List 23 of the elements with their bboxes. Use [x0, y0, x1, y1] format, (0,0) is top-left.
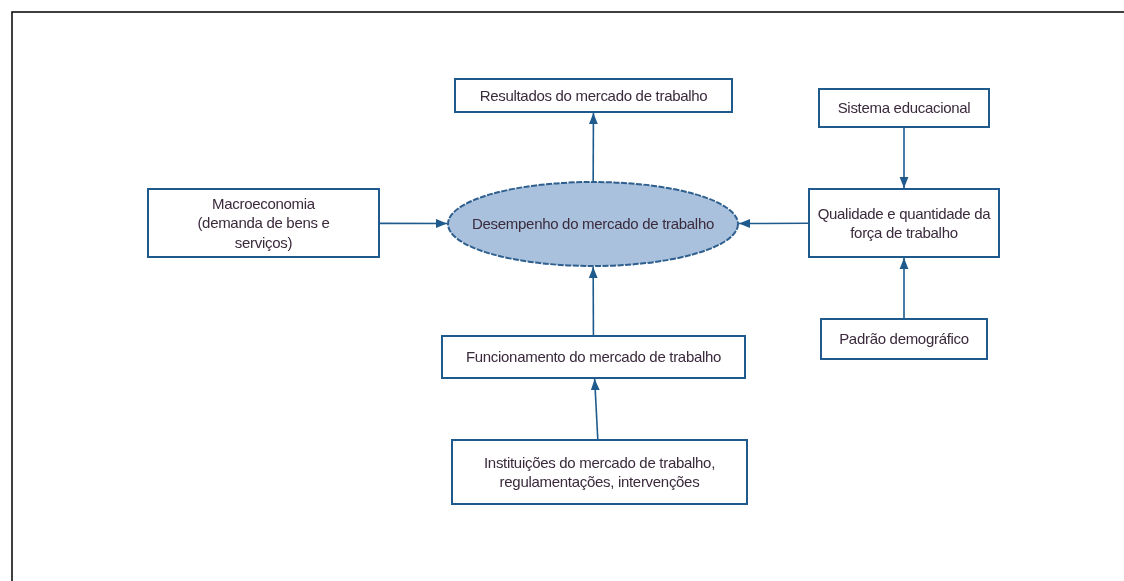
arrow	[588, 112, 598, 182]
process-box	[808, 188, 1000, 258]
process-box	[454, 78, 733, 113]
process-box	[818, 88, 990, 128]
process-box	[441, 335, 746, 379]
node-label: Sistema educacional	[837, 98, 971, 118]
process-box	[147, 188, 380, 258]
node-label: Qualidade e quantidade da força de trabalho	[816, 203, 992, 243]
arrow	[899, 127, 909, 189]
arrow	[738, 219, 809, 228]
node-label: Instituições do mercado de trabalho, regulamentações, intervenções	[483, 452, 716, 492]
process-box	[820, 318, 988, 360]
arrow	[899, 257, 909, 319]
node-label: Resultados do mercado de trabalho	[479, 85, 708, 106]
node-label: Funcionamento do mercado de trabalho	[465, 347, 722, 367]
node-label: Macroeconomia (demanda de bens e serviços)	[196, 193, 331, 253]
node-label: Padrão demográfico	[839, 329, 969, 349]
arrow	[588, 266, 598, 336]
arrow	[590, 378, 600, 440]
node-label: Desempenho do mercado de trabalho	[472, 214, 714, 234]
arrow	[379, 219, 448, 228]
ellipse-node	[447, 181, 739, 267]
process-box	[451, 439, 748, 505]
